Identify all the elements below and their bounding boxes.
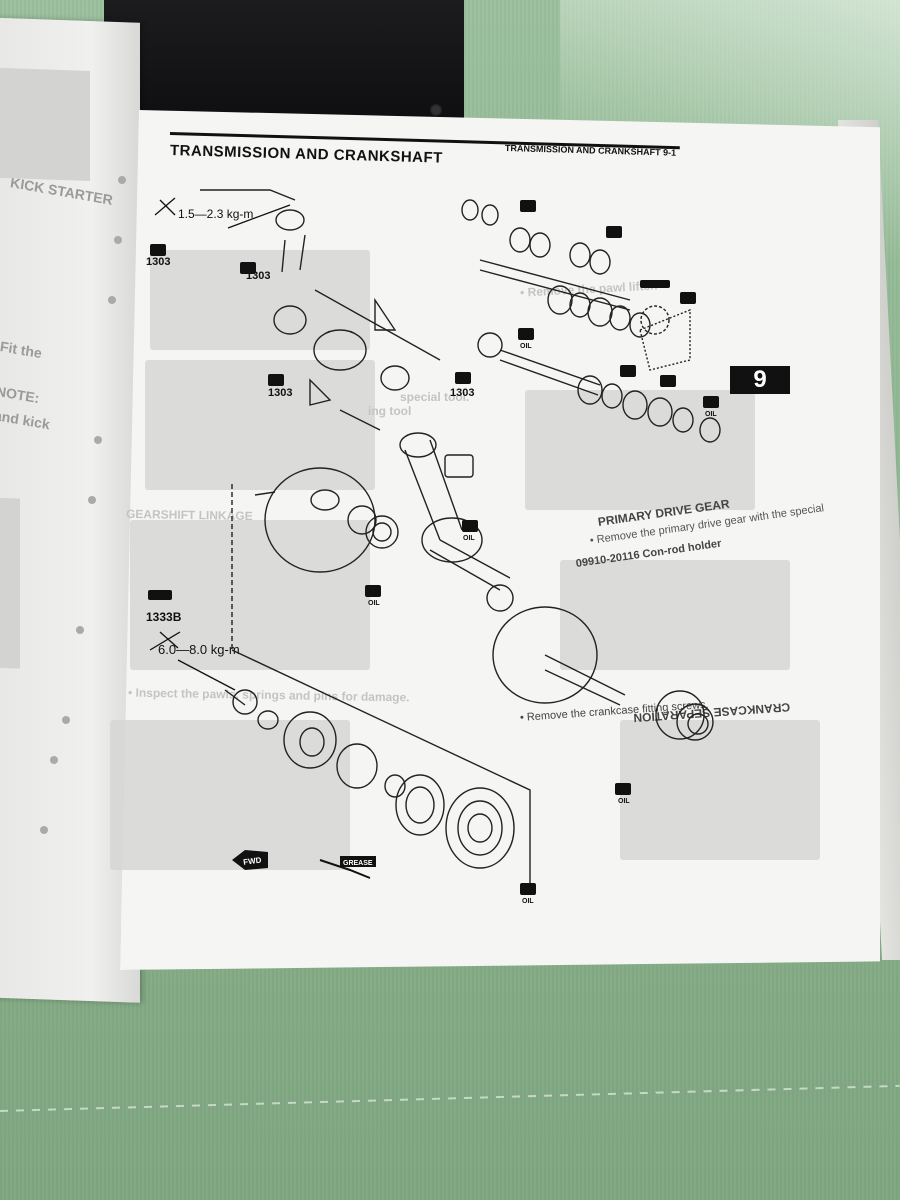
torque-label-bottom: 6.0—8.0 kg-m [158,642,240,657]
ghost-photo-2 [145,360,375,490]
gear-cluster-lower [477,332,721,443]
ghost-photo-4 [110,720,350,870]
ghost-photo-5 [525,390,755,510]
binder-screw [430,104,442,116]
binder-holes [40,176,126,834]
ghost-photo-6 [560,560,790,670]
thread-lock-label-e: 1333B [146,610,182,624]
torque-label-top: 1.5—2.3 kg-m [178,207,254,221]
oil-label-crank: OIL [618,798,630,805]
fwd-arrow-icon: FWD [232,850,268,870]
grease-gun-icon: GREASE [319,856,376,879]
section-tab: 9 [730,366,790,394]
ghost-photo-7 [620,720,820,860]
svg-text:FWD: FWD [243,855,263,866]
crank-web-left [264,467,376,573]
ghost-special-tool: special tool. [400,390,470,404]
oil-label-conrod: OIL [463,535,475,542]
crank-web-right [492,606,598,704]
oil-can-icons [148,200,719,895]
oil-label-lower: OIL [522,898,534,905]
svg-text:GREASE: GREASE [343,860,373,867]
thread-lock-label-a: 1303 [146,256,171,268]
thread-lock-label-c: 1303 [268,387,293,399]
thread-lock-label-d: 1303 [450,387,475,399]
oil-label-gears: OIL [705,411,717,418]
oil-label-bearing: OIL [368,600,380,607]
ghost-shifting-tool: ing tool [368,404,412,418]
oil-label-shaft: OIL [520,343,532,350]
gear-cluster-upper [461,199,651,338]
black-binder [104,0,464,128]
